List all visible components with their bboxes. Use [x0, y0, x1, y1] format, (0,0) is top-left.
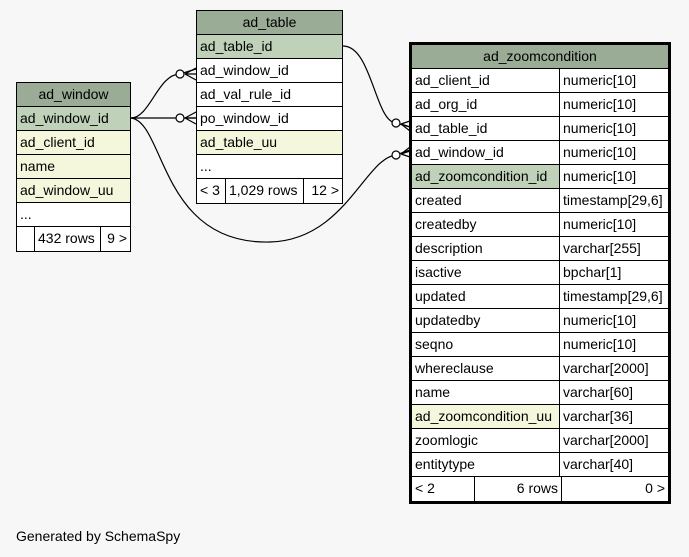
- column-type-cell: timestamp[29,6]: [563, 288, 663, 304]
- column-type-cell: varchar[60]: [563, 384, 634, 400]
- column-type-cell: varchar[40]: [563, 456, 634, 472]
- table-ad-window[interactable]: ad_window ad_window_id ad_client_id name…: [16, 82, 131, 252]
- column-type-cell: timestamp[29,6]: [563, 192, 663, 208]
- column-ad-table-uu[interactable]: ad_table_uu: [200, 134, 278, 150]
- footer-children[interactable]: 0 >: [645, 480, 665, 496]
- column-name-cell[interactable]: whereclause: [412, 357, 560, 380]
- crowfoot-marker: [400, 120, 411, 132]
- column-name-cell[interactable]: name: [412, 381, 560, 404]
- column-name-cell[interactable]: seqno: [412, 333, 560, 356]
- column-name[interactable]: name: [20, 158, 56, 174]
- column-more: ...: [20, 206, 32, 222]
- column-name-cell[interactable]: ad_org_id: [412, 93, 560, 116]
- crowfoot-marker: [400, 146, 411, 158]
- edge-window-to-zoom-window-id: [130, 117, 411, 243]
- column-name-cell[interactable]: createdby: [412, 213, 560, 236]
- footer-parents[interactable]: < 3: [197, 179, 226, 203]
- table-title[interactable]: ad_table: [197, 11, 342, 35]
- edge-endpoint-circle: [175, 69, 185, 79]
- column-type-cell: numeric[10]: [563, 216, 637, 232]
- column-ad-table-id[interactable]: ad_table_id: [200, 38, 273, 54]
- column-ad-client-id[interactable]: ad_client_id: [20, 134, 95, 150]
- column-type-cell: varchar[255]: [563, 240, 641, 256]
- edge-endpoint-circle: [391, 118, 401, 128]
- footer-row-count: 1,029 rows: [226, 179, 304, 203]
- column-type-cell: numeric[10]: [563, 72, 637, 88]
- column-name-cell[interactable]: description: [412, 237, 560, 260]
- column-type-cell: numeric[10]: [563, 168, 637, 184]
- column-name-cell[interactable]: updated: [412, 285, 560, 308]
- column-ad-window-id[interactable]: ad_window_id: [200, 62, 289, 78]
- footer-row-count: 6 rows: [475, 477, 562, 501]
- column-more: ...: [200, 158, 212, 174]
- edge-window-to-table-window-id: [130, 68, 197, 119]
- column-type-cell: numeric[10]: [563, 120, 637, 136]
- column-type-cell: numeric[10]: [563, 96, 637, 112]
- column-name-cell[interactable]: ad_window_id: [412, 141, 560, 164]
- generated-by-label: Generated by SchemaSpy: [16, 528, 181, 544]
- crowfoot-marker: [184, 111, 197, 125]
- column-type-cell: bpchar[1]: [563, 264, 622, 280]
- column-name-cell[interactable]: created: [412, 189, 560, 212]
- column-name-cell[interactable]: isactive: [412, 261, 560, 284]
- table-title[interactable]: ad_zoomcondition: [412, 45, 668, 69]
- column-name-cell[interactable]: updatedby: [412, 309, 560, 332]
- footer-parents[interactable]: < 2: [412, 477, 475, 501]
- footer-children[interactable]: 12 >: [311, 182, 339, 198]
- column-name-cell[interactable]: ad_table_id: [412, 117, 560, 140]
- column-ad-window-uu[interactable]: ad_window_uu: [20, 182, 114, 198]
- footer-parents[interactable]: [17, 227, 35, 251]
- column-name-cell[interactable]: zoomlogic: [412, 429, 560, 452]
- column-name-cell-primary-key[interactable]: ad_zoomcondition_id: [412, 165, 560, 188]
- column-type-cell: varchar[2000]: [563, 360, 649, 376]
- column-type-cell: varchar[36]: [563, 408, 634, 424]
- column-ad-val-rule-id[interactable]: ad_val_rule_id: [200, 86, 292, 102]
- table-ad-table[interactable]: ad_table ad_table_id ad_window_id ad_val…: [196, 10, 343, 204]
- edge-endpoint-circle: [175, 113, 185, 123]
- table-title[interactable]: ad_window: [17, 83, 130, 107]
- footer-children[interactable]: 9 >: [107, 230, 127, 246]
- column-po-window-id[interactable]: po_window_id: [200, 110, 289, 126]
- column-name-cell[interactable]: ad_client_id: [412, 69, 560, 92]
- column-name-cell[interactable]: entitytype: [412, 453, 560, 476]
- footer-row-count: 432 rows: [35, 227, 101, 251]
- edge-endpoint-circle: [391, 150, 401, 160]
- column-type-cell: numeric[10]: [563, 312, 637, 328]
- crowfoot-marker: [184, 67, 197, 81]
- column-name-cell-indexed[interactable]: ad_zoomcondition_uu: [412, 405, 560, 428]
- column-type-cell: numeric[10]: [563, 144, 637, 160]
- column-type-cell: varchar[2000]: [563, 432, 649, 448]
- edge-table-to-zoom-table-id: [342, 45, 411, 128]
- column-ad-window-id[interactable]: ad_window_id: [20, 110, 109, 126]
- column-type-cell: numeric[10]: [563, 336, 637, 352]
